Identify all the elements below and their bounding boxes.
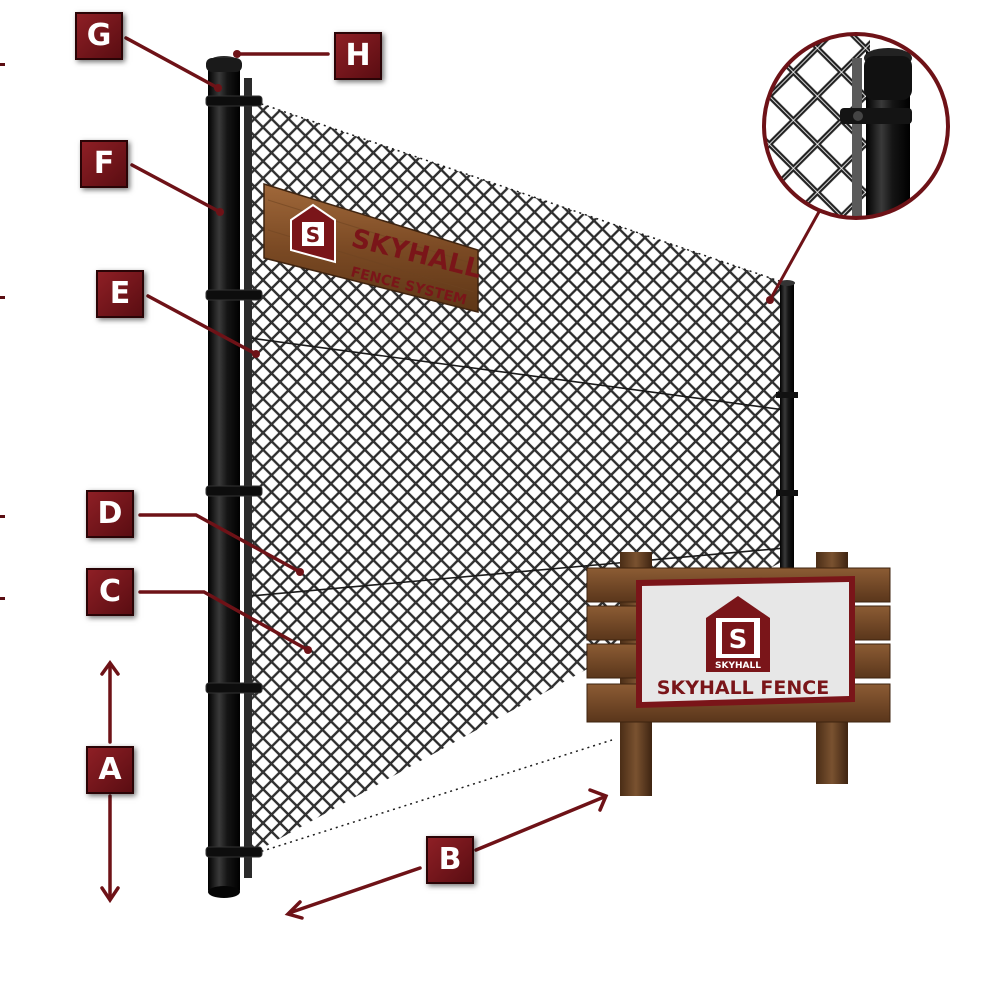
wood-sign-logo: S: [290, 203, 336, 264]
edge-tick: [0, 515, 5, 518]
callout-g: G: [75, 12, 123, 60]
callout-c: C: [86, 568, 134, 616]
callout-b: B: [426, 836, 474, 884]
edge-tick: [0, 597, 5, 600]
banner-text: SKYHALL FENCE: [657, 677, 829, 699]
wood-sign-logo-letter: S: [306, 223, 320, 247]
callout-f: F: [80, 140, 128, 188]
callout-h: H: [334, 32, 382, 80]
callout-a: A: [86, 746, 134, 794]
edge-tick: [0, 63, 5, 66]
detail-inset: [762, 32, 950, 304]
banner-logo-letter: S: [729, 625, 748, 655]
callout-e: E: [96, 270, 144, 318]
terminal-post: [206, 56, 242, 898]
leader-dots: [214, 50, 312, 654]
tension-bar: [244, 78, 252, 878]
tension-wires: [249, 337, 786, 597]
banner: S SKYHALL SKYHALL FENCE: [636, 576, 855, 708]
line-post: [776, 280, 798, 572]
leader-lines: [100, 36, 609, 920]
banner-logo: S SKYHALL: [706, 596, 770, 672]
banner-logo-caption: SKYHALL: [715, 661, 761, 671]
callout-d: D: [86, 490, 134, 538]
tension-bands: [205, 95, 263, 858]
edge-tick: [0, 296, 5, 299]
